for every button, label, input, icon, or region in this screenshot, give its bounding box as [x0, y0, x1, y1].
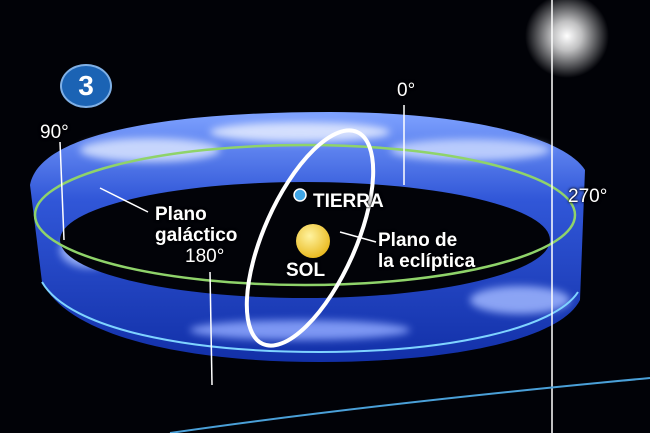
- galactic-plane-label: Plano galáctico: [155, 204, 237, 246]
- marker-line-180: [209, 271, 213, 386]
- angle-label-0: 0°: [397, 80, 416, 101]
- ecliptic-plane-label-line2: la eclíptica: [378, 251, 476, 272]
- ecliptic-plane-label-line1: Plano de: [378, 230, 458, 251]
- sun-label: SOL: [286, 260, 326, 281]
- band-lower-edge: [41, 281, 579, 354]
- sun-icon: [296, 224, 330, 258]
- angle-label-180: 180°: [185, 246, 225, 267]
- galactic-plane-label-line1: Plano: [155, 204, 207, 225]
- galactic-plane-label-line2: galáctico: [155, 225, 238, 246]
- horizon-line: [169, 377, 650, 433]
- earth-icon: [293, 188, 307, 202]
- ecliptic-plane-label: Plano de la eclíptica: [378, 230, 475, 272]
- figure-number-badge: 3: [60, 64, 112, 108]
- marker-line-90: [59, 141, 65, 241]
- leader-ecliptic: [339, 231, 377, 243]
- angle-label-270: 270°: [568, 186, 608, 207]
- galactic-plane-line: [33, 143, 577, 287]
- bright-star: [525, 0, 609, 78]
- angle-label-90: 90°: [40, 122, 69, 143]
- leader-galactic: [99, 187, 149, 213]
- ecliptic-orbit: [244, 128, 376, 348]
- earth-label: TIERRA: [313, 191, 384, 212]
